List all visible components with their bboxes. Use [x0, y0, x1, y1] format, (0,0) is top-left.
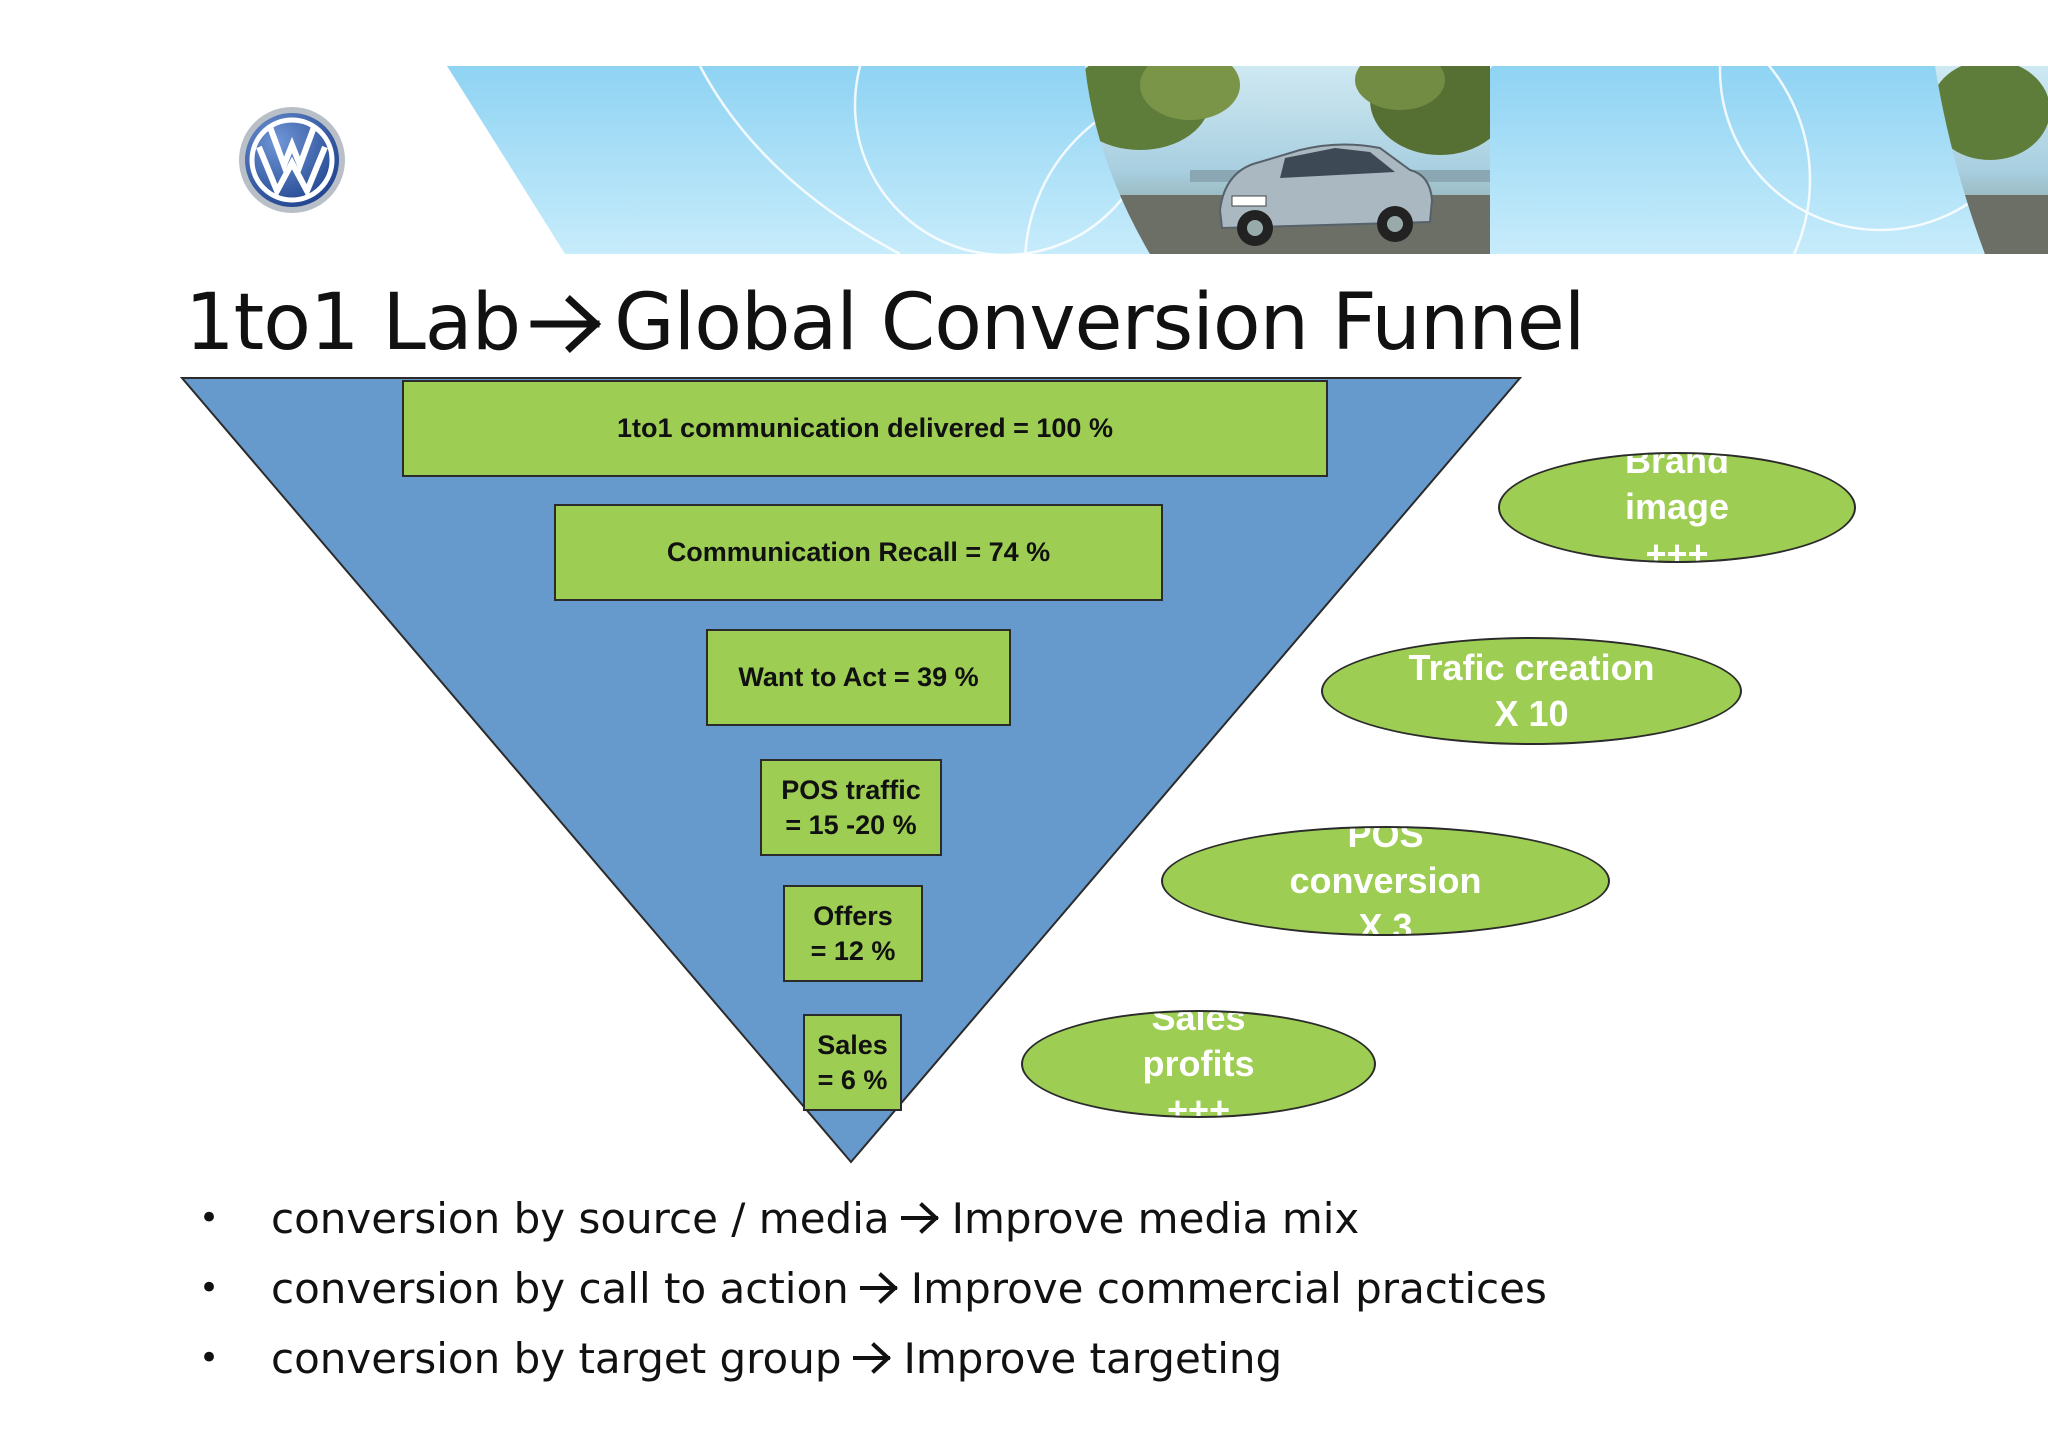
funnel-stage-want-to-act: Want to Act = 39 %: [706, 629, 1011, 726]
funnel-stage-offers: Offers = 12 %: [783, 885, 923, 982]
title-right: Global Conversion Funnel: [614, 278, 1585, 368]
bullet-item: • conversion by call to action Improve c…: [195, 1253, 1795, 1323]
page-title: 1to1 Lab Global Conversion Funnel: [185, 278, 1585, 368]
bullet-right: Improve targeting: [903, 1333, 1283, 1383]
bullet-left: conversion by call to action: [271, 1263, 849, 1313]
outcome-sales-profits: Sales profits +++: [1021, 1010, 1376, 1118]
bullet-left: conversion by source / media: [271, 1193, 890, 1243]
right-arrow-icon: [530, 295, 602, 353]
funnel-stage-sales: Sales = 6 %: [803, 1014, 902, 1111]
bullet-dot: •: [199, 1268, 220, 1308]
title-left: 1to1 Lab: [185, 278, 521, 368]
header-banner: [447, 0, 2048, 260]
bullet-left: conversion by target group: [271, 1333, 842, 1383]
bullet-right: Improve media mix: [951, 1193, 1360, 1243]
right-arrow-icon: [852, 1342, 891, 1374]
bullet-item: • conversion by target group Improve tar…: [195, 1323, 1795, 1393]
volkswagen-logo-icon: [239, 107, 345, 213]
bullet-right: Improve commercial practices: [910, 1263, 1547, 1313]
right-arrow-icon: [859, 1272, 898, 1304]
funnel-stage-communication-recall: Communication Recall = 74 %: [554, 504, 1163, 601]
right-arrow-icon: [900, 1202, 939, 1234]
funnel-stage-pos-traffic: POS traffic = 15 -20 %: [760, 759, 942, 856]
outcome-pos-conversion: POS conversion X 3: [1161, 826, 1610, 936]
bullet-item: • conversion by source / media Improve m…: [195, 1183, 1795, 1253]
funnel-stage-communication-delivered: 1to1 communication delivered = 100 %: [402, 380, 1328, 477]
outcome-trafic-creation: Trafic creation X 10: [1321, 637, 1742, 745]
bullet-dot: •: [199, 1198, 220, 1238]
outcome-brand-image: Brand image +++: [1498, 452, 1856, 563]
bullet-dot: •: [199, 1338, 220, 1378]
bullet-list: • conversion by source / media Improve m…: [195, 1183, 1795, 1393]
